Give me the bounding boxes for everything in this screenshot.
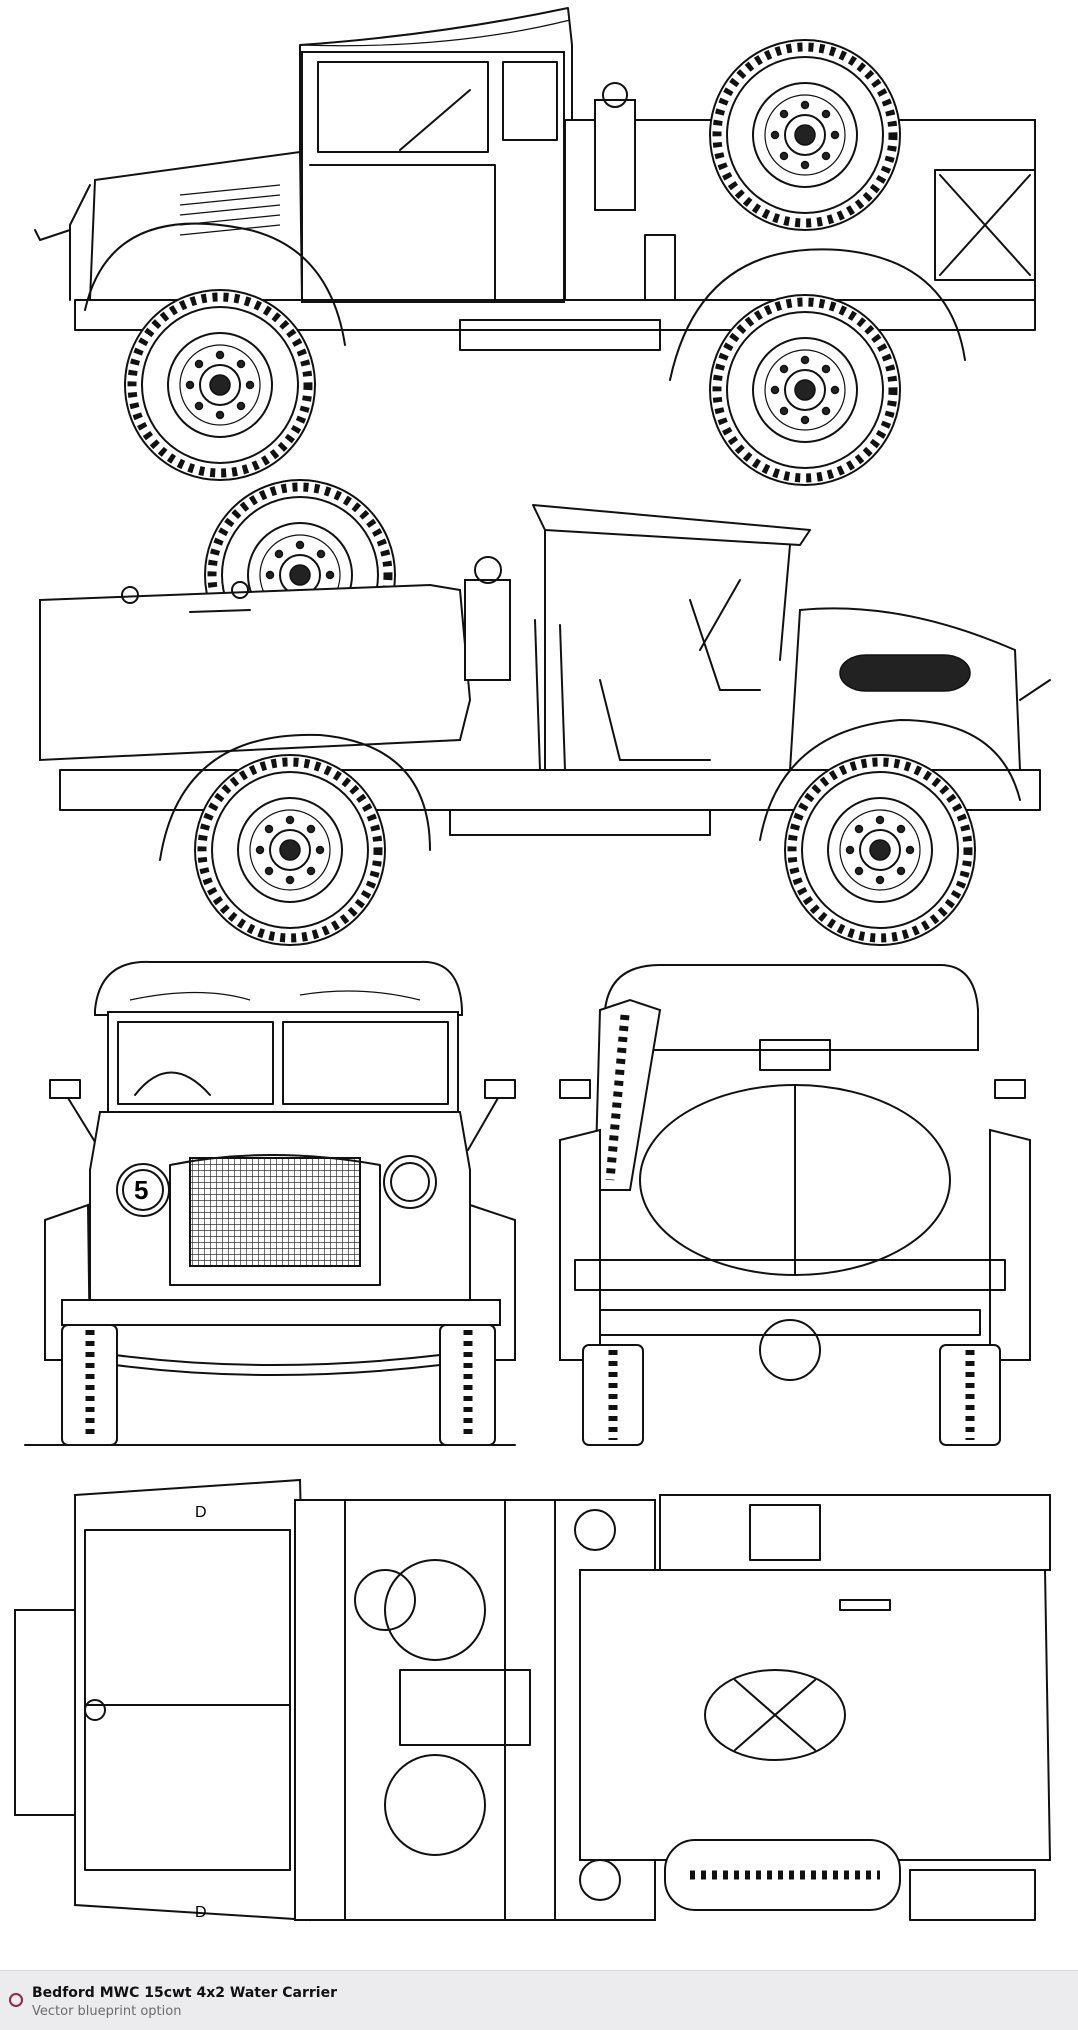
front-badge-number: 5 bbox=[134, 1175, 148, 1205]
circle-logo-icon bbox=[9, 1993, 23, 2007]
front-view: 5 bbox=[24, 960, 516, 1446]
caption-title: Bedford MWC 15cwt 4x2 Water Carrier bbox=[32, 1985, 337, 2001]
top-marking-front: D bbox=[195, 1504, 207, 1521]
caption-bar: Bedford MWC 15cwt 4x2 Water Carrier Vect… bbox=[0, 1970, 1078, 2030]
rear-view bbox=[559, 964, 1031, 1446]
top-marking-rear: D bbox=[195, 1904, 207, 1921]
blueprint-canvas: 5 bbox=[14, 7, 1052, 1922]
side-view-left bbox=[39, 480, 1051, 945]
caption-subtitle: Vector blueprint option bbox=[32, 2004, 182, 2019]
side-view-right bbox=[34, 7, 1036, 485]
top-view: D D bbox=[14, 1478, 1052, 1922]
